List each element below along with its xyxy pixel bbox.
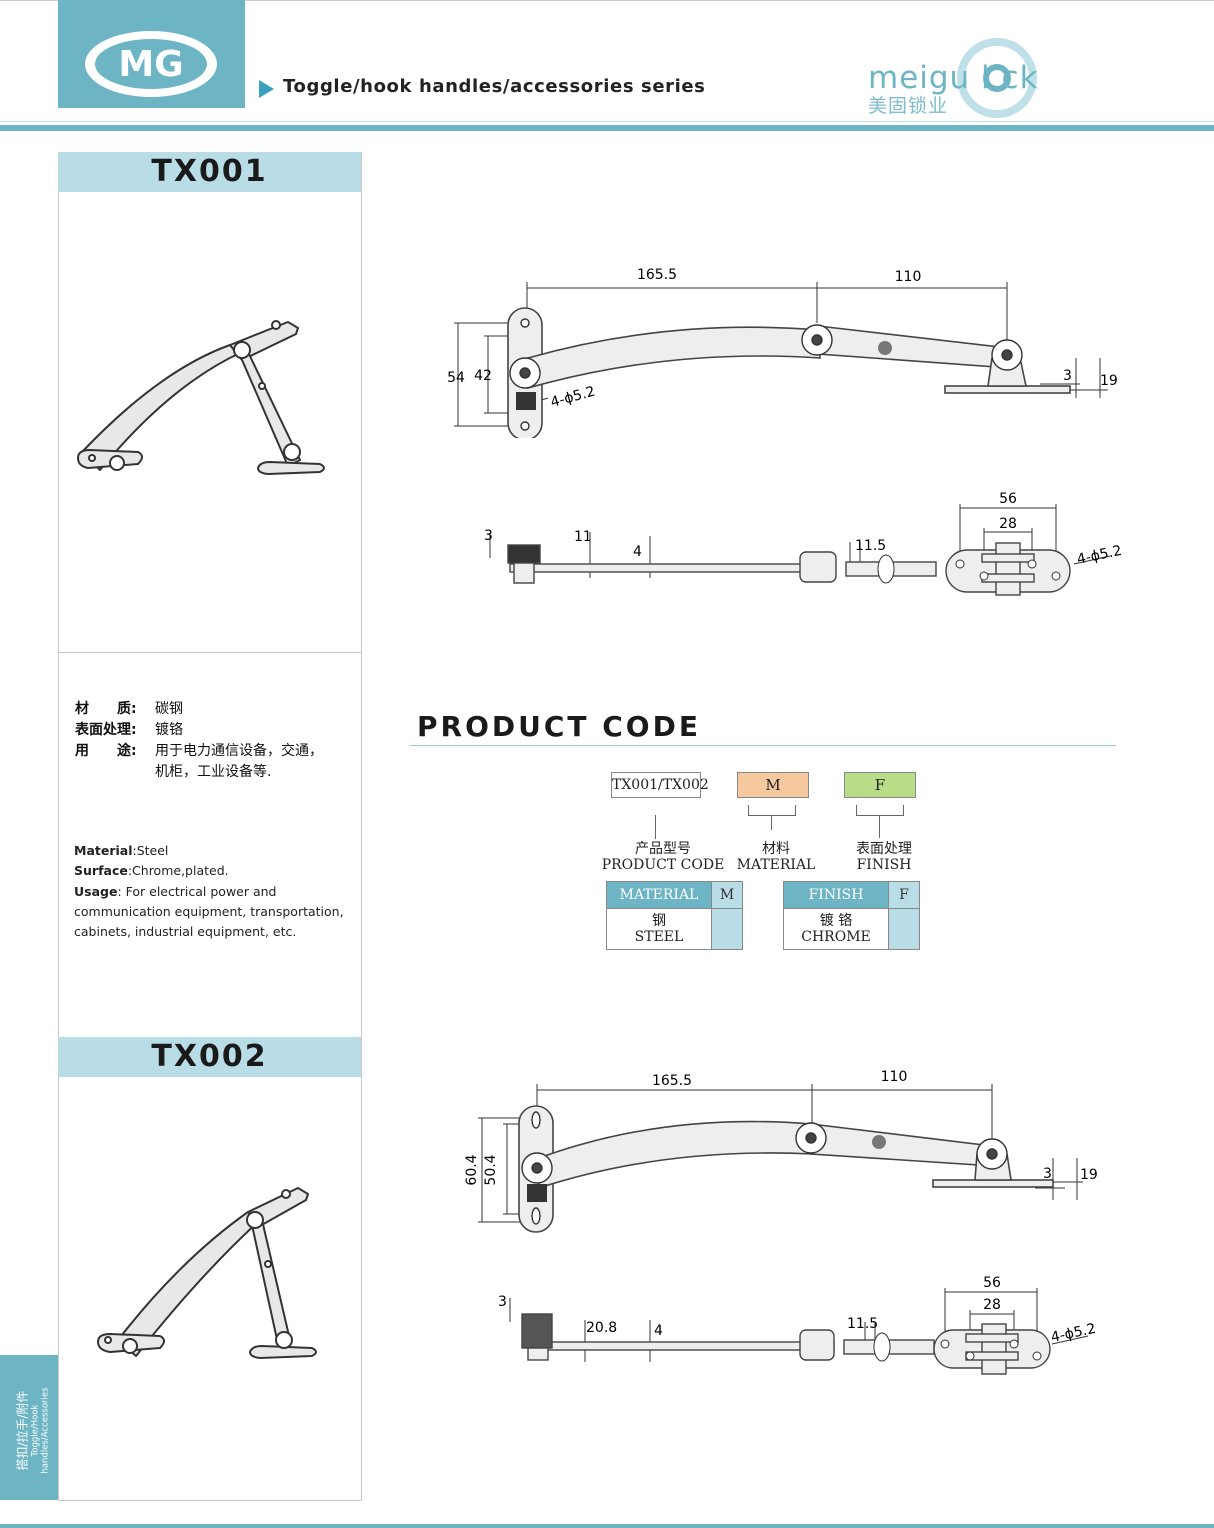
brand-en: meigu l ck [868, 60, 1039, 96]
bracket-finish [856, 805, 904, 816]
side-tab-cn: 搭扣/拉手/附件 [15, 1390, 30, 1471]
stem-material [771, 816, 772, 830]
tx001-top-dim-56: 56 [999, 491, 1017, 507]
tx001-product-image [77, 320, 325, 475]
finish-table-code-cell [888, 908, 920, 950]
stem-finish [879, 816, 880, 838]
spec-usage-cn-line2: 机柜，工业设备等. [155, 764, 272, 780]
series-arrow-icon [259, 80, 274, 98]
tx002-top-dim-3: 3 [498, 1294, 507, 1310]
tx002-product-image [97, 1187, 317, 1359]
panel-divider [58, 652, 361, 653]
tx001-top-dim-4: 4 [633, 544, 642, 560]
tx002-top-dim-28: 28 [983, 1297, 1001, 1313]
material-table-code-header: M [711, 881, 743, 909]
mg-logo-box: MG [58, 0, 245, 108]
header-rule-thin [0, 121, 1214, 122]
code-box-finish: F [844, 772, 916, 798]
tx002-dim-60: 60.4 [464, 1154, 480, 1185]
tx001-dim-3: 3 [1063, 368, 1072, 384]
meigulock-logo: meigu l ck 美固锁业 [868, 38, 1039, 118]
tx001-dim-110: 110 [895, 269, 922, 285]
tx001-top-dim-3: 3 [484, 528, 493, 544]
tx001-dim-54: 54 [447, 370, 465, 386]
product-code-title: PRODUCT CODE [417, 710, 701, 743]
tx002-dim-3: 3 [1043, 1166, 1052, 1182]
top-border [0, 0, 1214, 1]
code-box-product: TX001/TX002 [611, 772, 709, 798]
model-title-tx001: TX001 [151, 154, 268, 189]
tx001-top-dim-115: 11.5 [855, 538, 886, 554]
tx002-top-dim-56: 56 [983, 1275, 1001, 1291]
stem-product [655, 815, 656, 839]
code-box-material: M [737, 772, 809, 798]
tx001-dim-19: 19 [1100, 373, 1118, 389]
tx002-side-drawing: 165.5 110 60.4 50.4 3 19 [464, 1069, 1098, 1233]
spec-usage-en: Usage: For electrical power and communic… [74, 884, 344, 939]
tx001-dim-holes: 4-ϕ5.2 [549, 384, 597, 411]
product-code-rule [410, 745, 1116, 746]
tx002-dim-50: 50.4 [483, 1154, 499, 1185]
bottom-rule [0, 1524, 1214, 1528]
tx002-top-drawing: 3 20.8 4 11.5 56 28 4-ϕ5.2 [498, 1275, 1098, 1375]
finish-table-code-header: F [888, 881, 920, 909]
mg-logo: MG [85, 31, 217, 97]
tx001-dim-42: 42 [474, 368, 492, 384]
tx002-dim-165: 165.5 [652, 1073, 692, 1089]
material-table-header: MATERIAL [606, 881, 712, 909]
spec-surface-cn: 表面处理:镀铬 [75, 722, 183, 738]
model-band-tx002: TX002 [58, 1037, 361, 1077]
left-panel [58, 152, 362, 1501]
spec-material-cn: 材 质:碳钢 [75, 701, 183, 717]
mg-logo-text: MG [118, 44, 183, 85]
bracket-material [748, 805, 796, 816]
spec-usage-cn: 用 途:用于电力通信设备，交通， [75, 743, 323, 759]
header-rule [0, 125, 1214, 131]
tx001-top-dim-11: 11 [574, 529, 592, 545]
side-tab-text: 搭扣/拉手/附件 Toggle/Hook handles/Accessories [14, 1361, 51, 1501]
tx002-top-dim-holes: 4-ϕ5.2 [1050, 1321, 1098, 1346]
tx001-top-dim-holes: 4-ϕ5.2 [1076, 543, 1124, 568]
spec-material-en: Material:Steel [74, 843, 169, 858]
tx001-top-drawing: 3 11 4 11.5 56 28 4-ϕ5.2 [484, 491, 1124, 596]
model-band-tx001: TX001 [58, 152, 361, 192]
side-tab-en: Toggle/Hook handles/Accessories [30, 1387, 51, 1474]
tx001-side-drawing: 165.5 110 54 42 4-ϕ5.2 3 19 [447, 267, 1118, 438]
spec-surface-en: Surface:Chrome,plated. [74, 863, 229, 878]
tx002-top-dim-115: 11.5 [847, 1316, 878, 1332]
tx002-top-dim-4: 4 [654, 1323, 663, 1339]
tx001-top-dim-28: 28 [999, 516, 1017, 532]
series-title: Toggle/hook handles/accessories series [283, 76, 706, 97]
model-title-tx002: TX002 [151, 1039, 268, 1074]
side-tab [0, 1355, 58, 1500]
material-table-code-cell [711, 908, 743, 950]
tx001-dim-165: 165.5 [637, 267, 677, 283]
brand-cn: 美固锁业 [868, 95, 948, 117]
tx002-dim-110: 110 [881, 1069, 908, 1085]
tx002-top-dim-208: 20.8 [586, 1320, 617, 1336]
finish-table-header: FINISH [783, 881, 889, 909]
tx002-dim-19: 19 [1080, 1167, 1098, 1183]
